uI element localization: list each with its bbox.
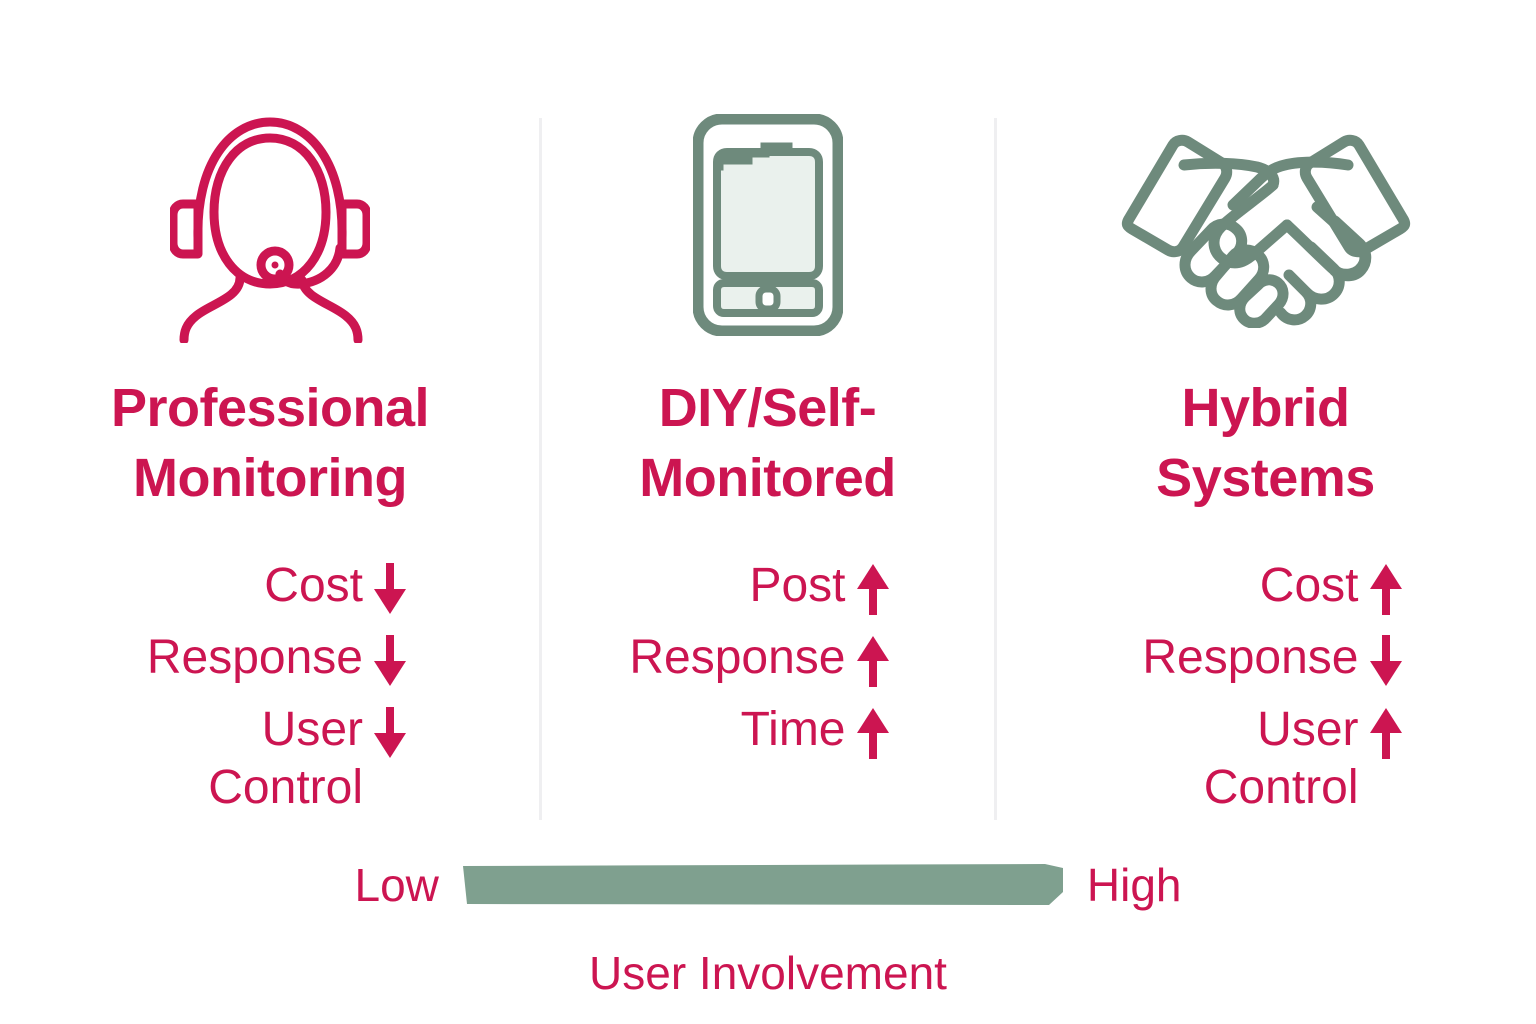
- arrow-down-icon: [373, 629, 435, 687]
- attribute-label: User Control: [1203, 703, 1359, 814]
- headset-icon: [170, 95, 370, 355]
- arrow-up-icon: [1369, 701, 1431, 760]
- attribute-label: Response: [1142, 631, 1359, 685]
- attribute-list: Cost Response: [0, 557, 540, 830]
- attribute-label: Post: [749, 559, 846, 613]
- attribute-row: Post: [618, 557, 918, 616]
- column-divider-1: [539, 118, 542, 820]
- attribute-label: Cost: [264, 559, 363, 613]
- comparison-columns: Professional Monitoring Cost Response: [0, 0, 1536, 840]
- user-involvement-scale: Low High: [0, 862, 1536, 908]
- arrow-up-icon: [856, 629, 918, 688]
- attribute-list: Cost Response: [995, 557, 1536, 830]
- attribute-row: Cost: [1101, 557, 1431, 616]
- attribute-row: Cost: [105, 557, 435, 615]
- attribute-label: Response: [146, 631, 363, 685]
- arrow-down-icon: [373, 557, 435, 615]
- column-title: Professional Monitoring: [110, 378, 430, 509]
- attribute-label: Response: [629, 631, 846, 685]
- scale-low-label: Low: [354, 859, 439, 911]
- scale-caption: User Involvement: [589, 947, 947, 999]
- arrow-up-icon: [856, 701, 918, 760]
- column-title: DIY/Self- Monitored: [639, 378, 896, 509]
- attribute-label: Time: [740, 703, 846, 757]
- handshake-icon: [1121, 95, 1411, 355]
- column-professional-monitoring: Professional Monitoring Cost Response: [0, 0, 540, 840]
- attribute-label: Cost: [1259, 559, 1359, 613]
- arrow-up-icon: [856, 557, 918, 616]
- attribute-list: Post Response: [540, 557, 995, 773]
- column-title: Hybrid Systems: [1156, 378, 1375, 509]
- column-diy-self-monitored: DIY/Self- Monitored Post Response: [540, 0, 995, 840]
- scale-bar: [462, 864, 1063, 906]
- arrow-down-icon: [1369, 629, 1431, 687]
- attribute-row: Response: [105, 629, 435, 687]
- arrow-up-icon: [1369, 557, 1431, 616]
- attribute-row: User Control: [1101, 701, 1431, 816]
- attribute-row: Time: [618, 701, 918, 760]
- smartphone-icon: [692, 95, 843, 355]
- attribute-row: Response: [618, 629, 918, 688]
- attribute-label: User Control: [208, 703, 363, 814]
- attribute-row: Response: [1101, 629, 1431, 687]
- arrow-down-icon: [373, 701, 435, 759]
- attribute-row: User Control: [105, 701, 435, 816]
- column-hybrid-systems: Hybrid Systems Cost Response: [995, 0, 1536, 840]
- column-divider-2: [994, 118, 997, 820]
- scale-high-label: High: [1086, 859, 1182, 911]
